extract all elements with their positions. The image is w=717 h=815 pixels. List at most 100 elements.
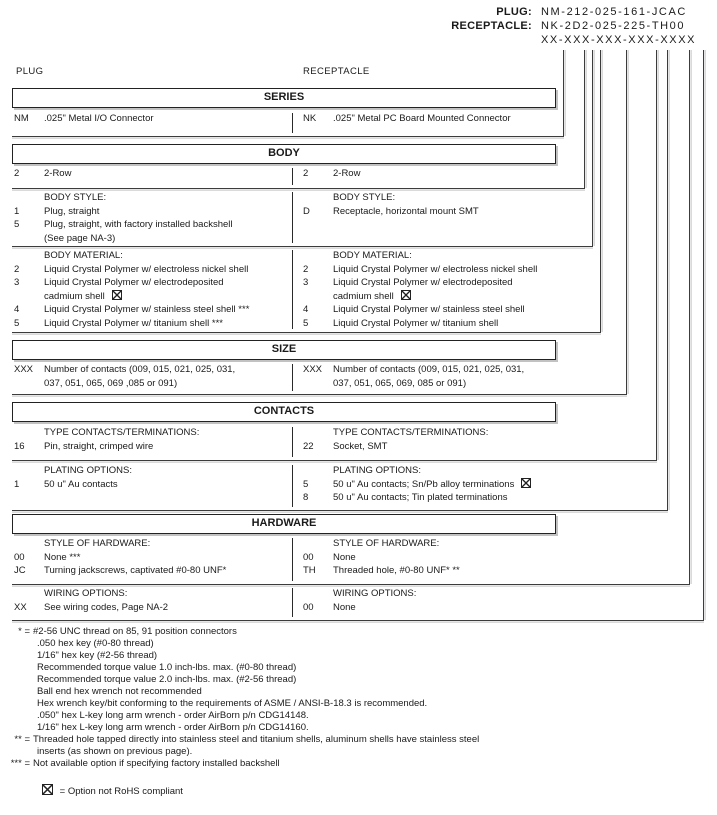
option-group-label: STYLE OF HARDWARE: xyxy=(44,538,151,549)
option-text: 037, 051, 065, 069, 085 or 091) xyxy=(333,377,467,389)
rohs-checkbox-icon xyxy=(521,477,532,488)
option-text: None xyxy=(333,601,356,613)
option-text: (See page NA-3) xyxy=(44,232,116,244)
footnote-text: #2-56 UNC thread on 85, 91 position conn… xyxy=(33,626,237,637)
section-header-series: SERIES xyxy=(12,88,556,108)
connector-line xyxy=(584,50,586,188)
option-row: WIRING OPTIONS: xyxy=(303,587,555,601)
option-code: 8 xyxy=(303,492,309,503)
footnote-marker: *** = xyxy=(10,758,30,769)
option-row: TYPE CONTACTS/TERMINATIONS: xyxy=(303,426,555,440)
option-code: 2 xyxy=(14,263,20,275)
option-code: 00 xyxy=(14,551,25,563)
option-row: STYLE OF HARDWARE: xyxy=(303,537,555,551)
option-row: PLATING OPTIONS: xyxy=(303,464,555,478)
plug-part-number-label: PLUG: xyxy=(496,6,532,18)
option-text: 2-Row xyxy=(44,168,72,179)
rohs-checkbox-icon xyxy=(42,784,53,795)
option-column-left: NM .025" Metal I/O Connector xyxy=(14,112,288,126)
option-row: BODY MATERIAL: xyxy=(303,249,555,263)
section-title: HARDWARE xyxy=(251,517,317,529)
block-bottom-line xyxy=(12,460,658,462)
option-group-label: BODY MATERIAL: xyxy=(333,250,412,261)
block-bottom-line xyxy=(12,188,586,190)
footnote-line: Recommended torque value 2.0 inch-lbs. m… xyxy=(37,674,297,685)
connector-line xyxy=(689,50,691,584)
section-title: BODY xyxy=(268,147,300,159)
footnote-line: 1/16" hex key (#2-56 thread) xyxy=(37,650,158,661)
footnote-line: .050" hex L-key long arm wrench - order … xyxy=(37,710,309,721)
block-bottom-line xyxy=(12,620,705,622)
option-code: XXX xyxy=(14,364,34,375)
option-text: .025" Metal I/O Connector xyxy=(44,113,154,124)
option-row: 8 50 u" Au contacts; Tin plated terminati… xyxy=(303,491,555,505)
option-code: 4 xyxy=(14,304,20,315)
option-row: cadmium shell xyxy=(14,289,288,304)
option-code: 1 xyxy=(14,478,20,490)
option-code: 4 xyxy=(303,304,309,315)
connector-line xyxy=(600,50,602,332)
part-number-mask: XX-XXX-XXX-XXX-XXXX xyxy=(541,34,697,46)
option-text: 50 u" Au contacts; Tin plated terminatio… xyxy=(333,492,508,503)
option-text: Liquid Crystal Polymer w/ titanium shell xyxy=(333,317,499,329)
option-row: WIRING OPTIONS: xyxy=(14,587,288,601)
option-text: Liquid Crystal Polymer w/ electrodeposit… xyxy=(333,277,513,288)
block-bottom-line xyxy=(12,246,594,248)
section-header-contacts: CONTACTS xyxy=(12,402,556,422)
option-group-label: TYPE CONTACTS/TERMINATIONS: xyxy=(44,427,200,438)
option-code: 22 xyxy=(303,440,314,452)
option-row: NM .025" Metal I/O Connector xyxy=(14,112,288,126)
block-bottom-line xyxy=(12,136,565,138)
column-divider-line xyxy=(292,250,293,329)
section-header-hardware: HARDWARE xyxy=(12,514,556,534)
option-group-label: PLATING OPTIONS: xyxy=(333,465,421,476)
footnote-line: * =#2-56 UNC thread on 85, 91 position c… xyxy=(0,626,717,638)
option-row: STYLE OF HARDWARE: xyxy=(14,537,288,551)
option-text: Liquid Crystal Polymer w/ electrodeposit… xyxy=(44,277,224,288)
column-divider-line xyxy=(292,364,293,391)
option-row: BODY STYLE: xyxy=(303,191,555,205)
option-code: D xyxy=(303,205,310,217)
column-divider-line xyxy=(292,113,293,133)
option-text: None xyxy=(333,551,356,563)
receptacle-part-number-value: NK-2D2-025-225-TH00 xyxy=(541,20,686,32)
footnotes: * =#2-56 UNC thread on 85, 91 position c… xyxy=(0,626,717,798)
column-divider-line xyxy=(292,427,293,457)
section-title: SERIES xyxy=(263,91,305,103)
plug-column-label: PLUG xyxy=(16,66,44,77)
option-code: JC xyxy=(14,565,26,576)
option-text: Plug, straight xyxy=(44,205,100,217)
option-group-label: WIRING OPTIONS: xyxy=(333,588,417,599)
option-code: 5 xyxy=(303,478,309,490)
option-code: NM xyxy=(14,113,29,124)
